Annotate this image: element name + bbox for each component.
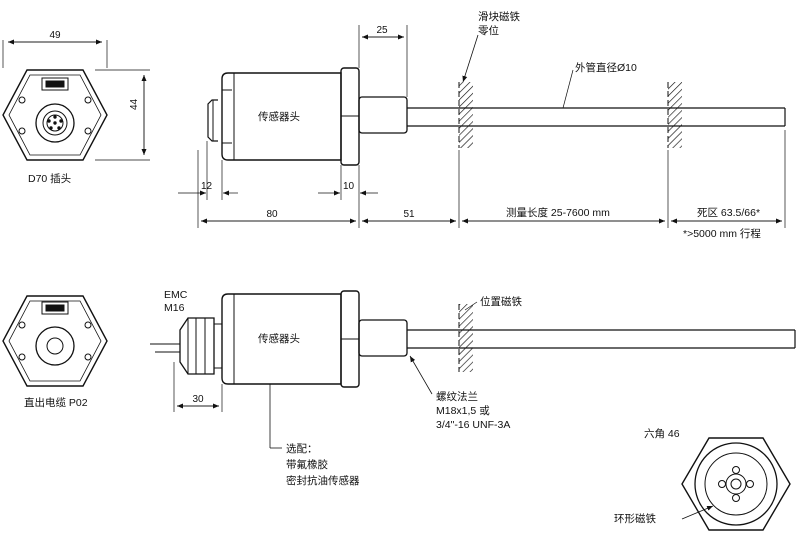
option-label-line1: 选配： (286, 443, 318, 455)
option-label-line2: 带氟橡胶 (286, 459, 328, 471)
hex-size-label: 六角 46 (644, 428, 680, 440)
dim-flange-label: 25 (376, 25, 388, 36)
thread-label-line2: M18x1,5 或 (436, 405, 490, 417)
dead-zone-note: *>5000 mm 行程 (683, 228, 761, 240)
ring-magnet-label: 环形磁铁 (614, 513, 656, 525)
cable-end-view (2, 295, 108, 387)
measure-length-label: 测量长度 25-7600 mm (506, 207, 610, 219)
tube-diameter-label: 外管直径Ø10 (575, 62, 637, 74)
dim-10-label: 10 (343, 181, 355, 192)
emc-label-line2: M16 (164, 302, 185, 314)
dim-80-label: 80 (266, 209, 278, 220)
thread-label-line1: 螺纹法兰 (436, 391, 478, 403)
sensor-side-view-top (178, 25, 786, 228)
head-label-bottom: 传感器头 (258, 333, 300, 345)
dim-height-label: 44 (129, 98, 140, 110)
option-label-line3: 密封抗油传感器 (286, 475, 360, 487)
sensor-side-view-bottom (150, 290, 796, 449)
emc-label-line1: EMC (164, 289, 188, 301)
dim-width-label: 49 (49, 30, 61, 41)
connector-caption: D70 插头 (28, 173, 72, 185)
thread-label-line3: 3/4"-16 UNF-3A (436, 419, 511, 431)
head-label-top: 传感器头 (258, 111, 300, 123)
dim-51-label: 51 (403, 209, 415, 220)
connector-end-view (2, 39, 150, 161)
cable-caption: 直出电缆 P02 (24, 397, 88, 409)
magnet-label-line2: 零位 (478, 25, 499, 37)
position-magnet-label: 位置磁铁 (480, 296, 522, 308)
magnet-label-line1: 滑块磁铁 (478, 11, 520, 23)
dim-30-label: 30 (192, 394, 204, 405)
dead-zone-label: 死区 63.5/66* (697, 207, 761, 219)
dim-12-label: 12 (201, 181, 213, 192)
ring-magnet-view (681, 437, 791, 531)
